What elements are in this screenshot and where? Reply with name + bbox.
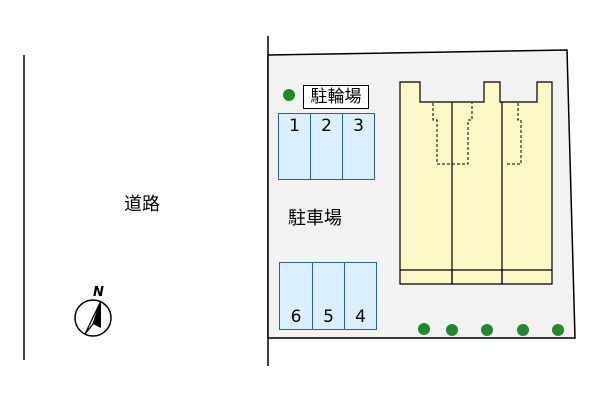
tree-icon	[552, 324, 564, 336]
tree-icon	[517, 324, 529, 336]
tree-icon	[283, 89, 295, 101]
dashed-recess	[506, 103, 522, 165]
north-arrow-icon	[74, 299, 112, 337]
tree-icon	[446, 324, 458, 336]
compass-north-label: N	[93, 285, 104, 300]
parking-label: 駐車場	[288, 208, 342, 229]
car-stall: 5	[312, 262, 345, 330]
bicycle-stall: 1	[278, 113, 311, 180]
bicycle-parking-label: 駐輪場	[303, 85, 369, 109]
tree-icon	[481, 324, 493, 336]
dashed-recess	[432, 103, 473, 165]
bicycle-stall: 3	[342, 113, 375, 180]
tree-icon	[418, 323, 430, 335]
road-label: 道路	[124, 194, 160, 215]
building-footprint	[399, 81, 553, 285]
car-stall: 4	[344, 262, 377, 330]
bicycle-stall: 2	[310, 113, 343, 180]
car-stall: 6	[279, 262, 313, 330]
